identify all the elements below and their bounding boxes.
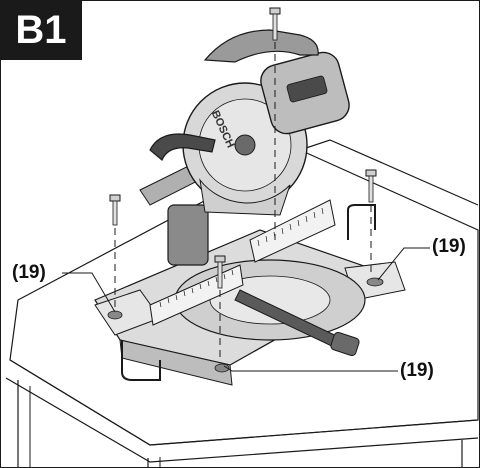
mount-hole-right (366, 277, 384, 287)
carry-handle-right (347, 204, 376, 240)
motor-label-plate (286, 75, 328, 103)
figure-label: B1 (0, 0, 82, 60)
front-handle (149, 133, 216, 161)
mount-hole-front (214, 363, 230, 373)
carry-handle-left (121, 340, 161, 381)
mount-hole-left (107, 310, 123, 320)
miter-knob (330, 331, 360, 357)
bolt-left (109, 194, 121, 310)
callout-19-bottom: (19) (400, 360, 434, 381)
leader-left (62, 272, 116, 313)
fence-right (249, 199, 336, 263)
saw-blade (199, 178, 291, 216)
workbench-front-edge (9, 359, 479, 446)
top-handle (203, 29, 319, 63)
bolt-front (214, 255, 226, 362)
workbench-front-edge-lower (5, 377, 479, 463)
scale-ticks-right (257, 207, 324, 247)
callout-19-right: (19) (432, 236, 466, 257)
callout-19-left: (19) (12, 262, 46, 283)
arbor (234, 134, 256, 156)
workbench-back-edge (299, 139, 479, 206)
scale-ticks-left (159, 269, 234, 308)
leader-right (377, 247, 430, 281)
bolt-right (365, 169, 377, 272)
pivot-column (167, 204, 209, 266)
leader-bottom (223, 365, 398, 372)
bolt-top (269, 7, 281, 240)
